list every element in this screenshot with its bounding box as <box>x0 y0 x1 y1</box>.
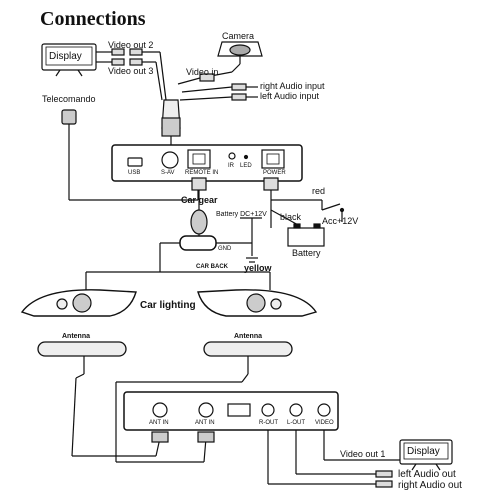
video-in-label: Video in <box>186 67 219 77</box>
rca-plug <box>375 470 393 478</box>
rca-plug <box>111 58 125 66</box>
rca-plug <box>231 93 247 101</box>
l-out-port <box>289 403 303 417</box>
rca-plug <box>111 48 125 56</box>
car-gear-label: Car gear <box>181 195 218 205</box>
right-audio-out-label: right Audio out <box>398 480 462 491</box>
car-back-box <box>179 235 217 251</box>
antenna-right <box>203 341 293 357</box>
l-out-label: L-OUT <box>287 420 305 426</box>
left-audio-input-label: left Audio input <box>260 91 320 101</box>
gnd-label: GND <box>218 246 232 252</box>
acc-label: Acc+12V <box>322 216 359 226</box>
page-title: Connections <box>40 8 146 30</box>
video-out-3-label: Video out 3 <box>108 66 154 76</box>
led-port-label: LED <box>240 163 252 169</box>
usb-port-label: USB <box>128 170 141 176</box>
battery-label: Battery <box>292 248 321 258</box>
car-back-label: CAR BACK <box>196 264 228 270</box>
left-audio-out-label: left Audio out <box>398 469 456 480</box>
remote-sensor-icon <box>61 109 77 125</box>
sav-port <box>161 151 179 169</box>
sav-port-label: S-AV <box>161 170 175 176</box>
hdmi-port <box>227 403 251 417</box>
ir-port-label: IR <box>228 163 234 169</box>
power-port-label: POWER <box>263 170 286 176</box>
display-label-top: Display <box>49 51 82 62</box>
r-out-label: R-OUT <box>259 420 278 426</box>
remote-in-port-label: REMOTE IN <box>185 170 219 176</box>
telecomando-label: Telecomando <box>42 94 96 104</box>
rca-plug <box>375 480 393 488</box>
antenna-left-label: Antenna <box>62 333 90 340</box>
battery-voltage-label: Battery DC+12V <box>216 211 267 218</box>
right-audio-input-label: right Audio input <box>260 81 325 91</box>
car-lighting-label: Car lighting <box>140 300 196 311</box>
black-wire-label: black <box>280 212 302 222</box>
yellow-wire-label: yellow <box>244 263 272 273</box>
ant-in-1-label: ANT IN <box>149 420 169 426</box>
ant-in-port-1 <box>152 402 168 418</box>
video-port-label: VIDEO <box>315 420 334 426</box>
ant-in-2-label: ANT IN <box>195 420 215 426</box>
red-wire-label: red <box>312 186 326 196</box>
video-out-1-label: Video out 1 <box>340 449 386 459</box>
gear-knob-icon <box>190 209 208 235</box>
rca-plug <box>199 73 215 82</box>
r-out-port <box>261 403 275 417</box>
battery-icon <box>287 227 325 247</box>
display-label-bottom: Display <box>407 446 440 457</box>
antenna-left <box>37 341 127 357</box>
rca-plug <box>231 83 247 91</box>
usb-port <box>127 157 143 167</box>
ant-in-port-2 <box>198 402 214 418</box>
antenna-right-label: Antenna <box>234 333 262 340</box>
video-port <box>317 403 331 417</box>
camera-label: Camera <box>222 31 255 41</box>
rca-plug <box>129 58 143 66</box>
video-out-2-label: Video out 2 <box>108 40 154 50</box>
